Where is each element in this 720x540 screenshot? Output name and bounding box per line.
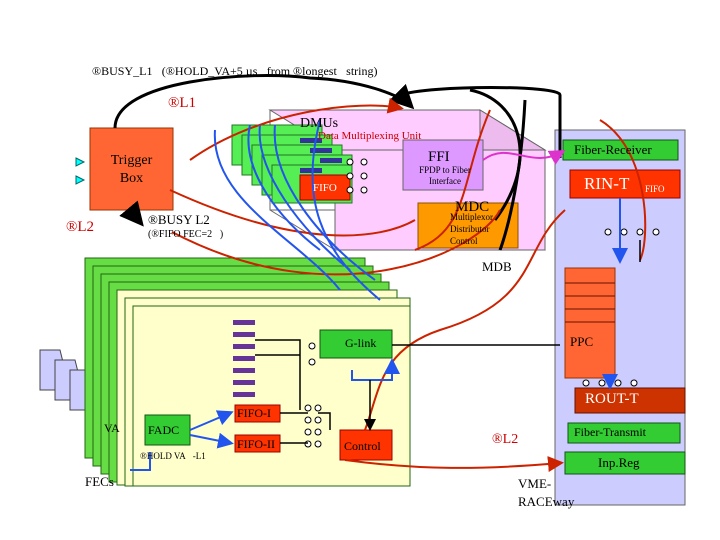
dmus-label: DMUs [300,116,339,131]
rin-t-label: RIN-T [584,174,630,193]
fifo-fec-label: (®FIFO FEC=2 ) [148,229,224,240]
rout-t-label: ROUT-T [585,391,639,407]
fiber-link [482,150,566,165]
vme-label-1: VME- [518,476,552,491]
ffi-block [402,139,484,191]
data-wires [255,240,641,444]
mdc-label: MDC [455,199,490,215]
fadc-block [144,414,191,446]
dmu-unit-label: Data Multiplexing Unit [318,130,422,142]
mdc-sub-1: Multiplexor [450,212,493,222]
busy-l2-label: ®BUSY L2  [148,212,220,227]
ppc-block [564,267,616,379]
rin-t-fifo-label: FIFO [645,184,665,194]
fifo-i-label: FIFO-I [237,406,272,420]
fec-chip-column [233,320,255,397]
fadc-label: FADC [148,423,180,437]
vme-label-2: RACEway [518,494,575,509]
control-label: Control [344,439,381,453]
fiber-transmit-label: Fiber-Transmit [574,425,646,439]
red-wires [169,97,647,473]
fiber-transmit-block [567,422,681,444]
glink-label: G-link [345,336,377,350]
mdc-sub-3: Control [450,236,478,246]
inpreg-block [564,451,686,475]
l2-right-label: ®L2  [492,432,530,447]
glink-block [319,329,393,359]
inpreg-label: Inp.Reg [598,455,640,470]
top-note: ®BUSY_L1 (®HOLD_VA+5 µs from ®longest st… [92,64,378,78]
ffi-sub-label: FPDP to Fiber Interface [419,165,471,187]
mdc-sub-2: Distributor [450,224,490,234]
ffi-label: FFI [428,149,450,165]
fifo-ii-label: FIFO-II [237,437,275,451]
ppc-label: PPC [570,334,594,349]
fifo-dmu-label: FIFO [313,182,337,194]
l1-label: ®L1  [168,95,208,111]
hold-va-label: ®HOLD VA -L1 [140,451,206,461]
connection-dots [304,158,660,448]
rin-t-block [569,169,681,199]
trigger-arrows [75,157,86,185]
fecs-label: FECs [85,474,114,489]
l2-left-label: ®L2  [66,219,106,235]
busy-wires [113,74,562,251]
fifo-dmu-block [299,174,351,201]
fiber-receiver-label: Fiber-Receiver [574,142,652,157]
trigger-box-label: Trigger Box [110,153,153,187]
rout-t-block [574,387,686,414]
mdb-label: MDB [482,259,512,274]
blue-wires [130,119,628,471]
fec-card-stack [84,257,411,487]
va-label: VA [104,421,120,435]
trigger-box [89,127,174,211]
